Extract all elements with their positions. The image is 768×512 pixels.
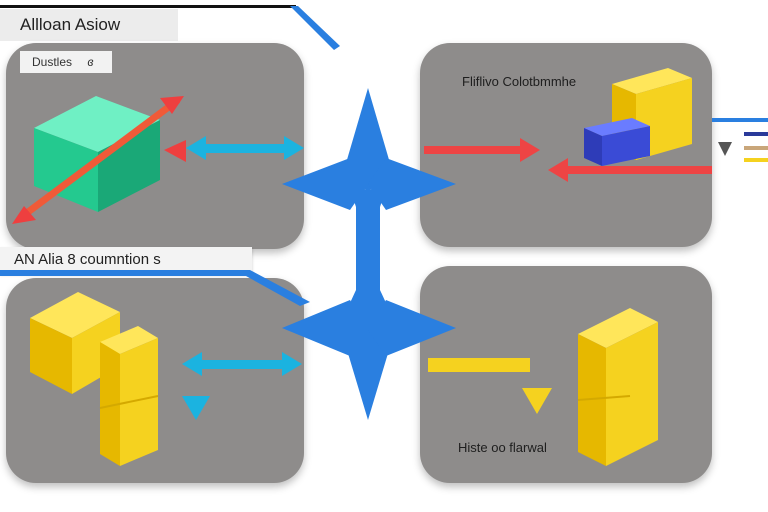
red-arrow-left-icon [548,158,712,182]
yellow-block-large-icon [30,292,120,394]
red-arrow-right-icon [424,138,540,162]
blue-hub-arrows-icon [282,88,456,420]
top-right-label: Fliflivo Colotbmmhe [462,74,577,89]
navy-block-icon [584,118,650,166]
subtitle-suffix: ɞ [87,55,94,69]
yellow-bar-icon [428,358,530,372]
subtitle-text: Dustles [32,55,73,69]
legend-tan-line [744,146,768,150]
teal-block-icon [34,96,160,212]
subtitle-label: Dustles ɞ [20,51,112,73]
red-diagonal-arrow-icon [12,96,186,224]
mid-connector-line [0,270,310,306]
bottom-right-label: Histe oo flarwal [458,440,547,455]
cyan-triangle-icon [182,396,210,420]
legend-blue-line [712,118,768,122]
diagram-title: Allloan Asiow [0,9,178,41]
cyan-double-arrow-lower-icon [182,352,302,376]
yellow-block-right-icon [577,308,658,466]
legend-navy-line [744,132,768,136]
title-connector-line [290,6,340,50]
middle-label: AN Alia 8 coumntion s [0,247,252,273]
yellow-block-tall-icon [99,326,159,466]
legend-marker-icon [718,142,732,156]
top-rule [0,5,296,8]
legend-yellow-line [744,158,768,162]
yellow-triangle-icon [522,388,552,414]
cyan-double-arrow-icon [186,136,304,160]
panel-bottom-right [420,266,712,483]
